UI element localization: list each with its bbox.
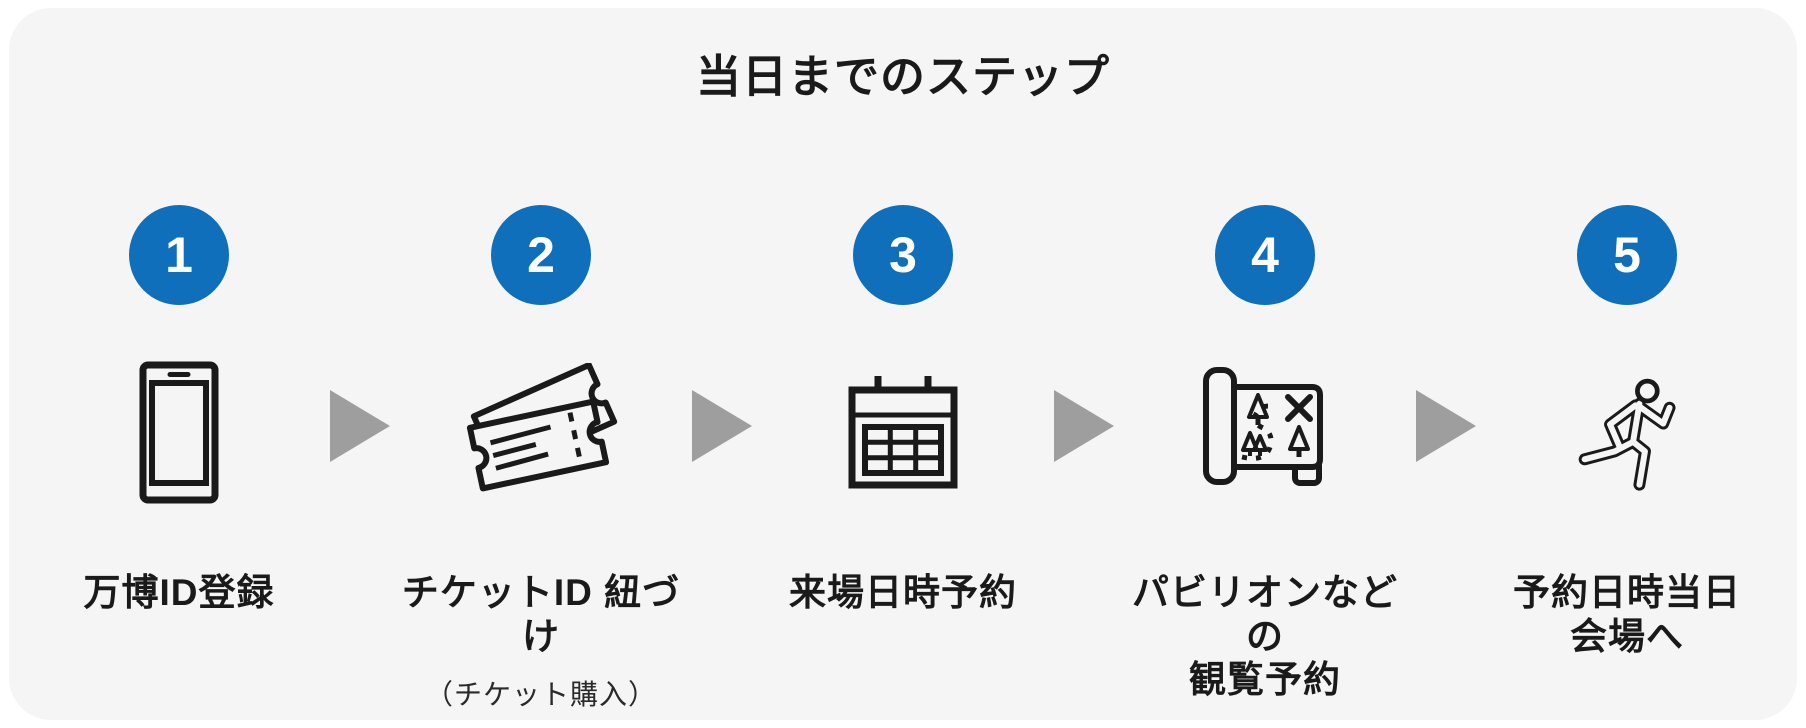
step-4-pavilion-reservation: 4 [1115, 205, 1415, 702]
step-1-label: 万博ID登録 [83, 572, 275, 613]
runner-icon [1578, 378, 1676, 491]
step-5-go-to-venue: 5 予約日時当日 会場へ [1477, 205, 1777, 658]
step-2-number-badge: 2 [491, 205, 591, 305]
tickets-icon [466, 363, 618, 492]
step-2-ticket-id-link: 2 チケットID 紐づけ [391, 205, 691, 713]
steps-row: 1 万博ID登録 2 [9, 205, 1797, 713]
page-title: 当日までのステップ [695, 51, 1110, 102]
chevron-right-arrow-3 [1054, 390, 1114, 462]
chevron-right-arrow-1 [330, 390, 390, 462]
step-5-label: 予約日時当日 会場へ [1513, 572, 1741, 657]
step-2-sublabel: （チケット購入） [424, 679, 657, 711]
calendar-icon [848, 376, 958, 489]
step-1-number-badge: 1 [129, 205, 229, 305]
step-3-number-badge: 3 [853, 205, 953, 305]
chevron-right-arrow-2 [692, 390, 752, 462]
step-4-number-badge: 4 [1215, 205, 1315, 305]
steps-panel: 当日までのステップ 1 万博ID登録 2 [9, 8, 1797, 720]
step-3-visit-reservation: 3 来場日時予約 [753, 205, 1053, 615]
step-3-label: 来場日時予約 [789, 572, 1017, 613]
step-1-expo-id-registration: 1 万博ID登録 [29, 205, 329, 615]
treasure-map-icon [1203, 367, 1323, 486]
step-5-number-badge: 5 [1577, 205, 1677, 305]
step-4-label: パビリオンなどの 観覧予約 [1132, 572, 1398, 701]
chevron-right-arrow-4 [1416, 390, 1476, 462]
step-2-label: チケットID 紐づけ [401, 572, 681, 657]
smartphone-icon [139, 361, 219, 503]
